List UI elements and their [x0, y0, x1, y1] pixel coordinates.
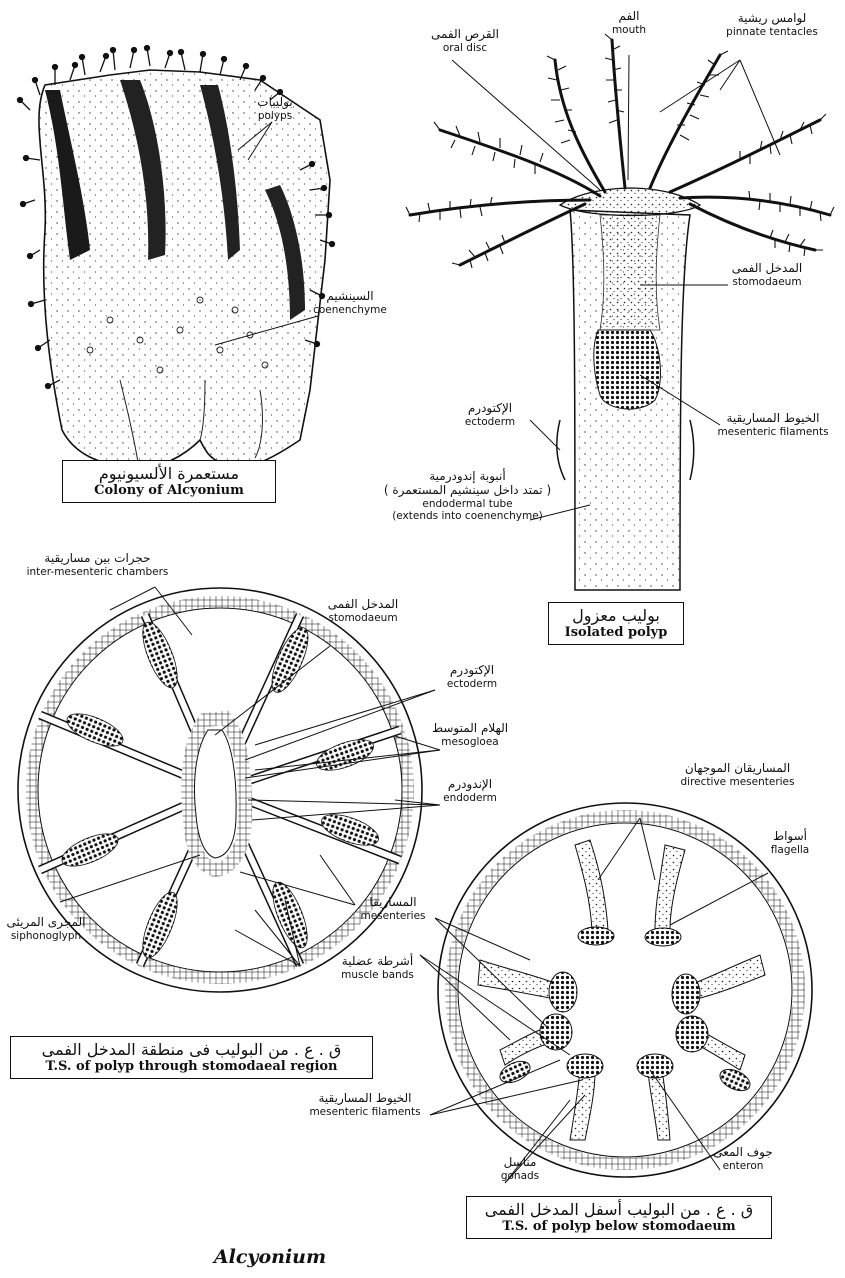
caption-ts-stomodaeal: ق . ع . من البوليب فى منطقة المدخل الفمى… [10, 1036, 373, 1079]
ts-below-stomodaeum-drawing [420, 803, 812, 1183]
polyp-stomodaeum [600, 215, 660, 330]
ts2-outer-wall [438, 803, 812, 1177]
figure-title: Alcyonium [210, 1246, 330, 1268]
label-endodermal-tube: أنبوبة إندودرمية( تمتد داخل سينشيم المست… [375, 470, 560, 522]
polyp-oral-disc [560, 188, 700, 215]
colony-body [39, 70, 330, 468]
polyp-mesenteric-filaments [594, 330, 661, 409]
